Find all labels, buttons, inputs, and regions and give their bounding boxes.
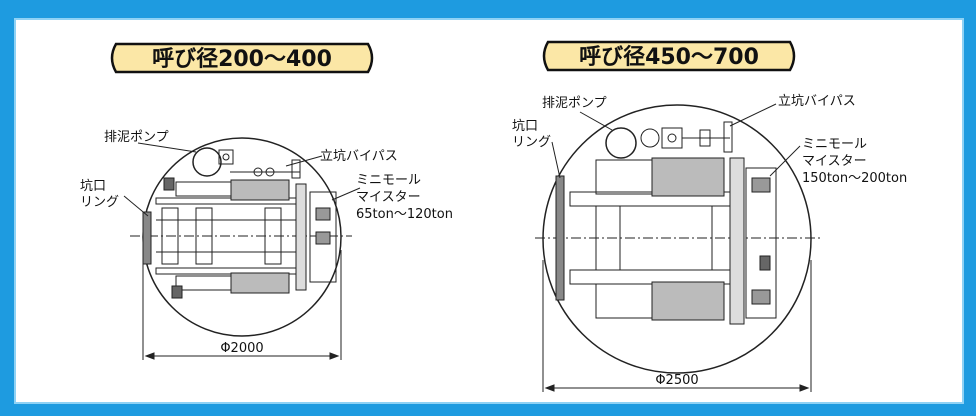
- right-machine-part: [751, 177, 771, 193]
- left-title-badge: [110, 42, 374, 74]
- right-pump-label: 排泥ポンプ: [542, 96, 607, 111]
- right-dimension-label: Φ2500: [655, 373, 698, 388]
- left-valve-icon: [265, 167, 275, 177]
- right-title: 呼び径450〜700: [579, 44, 759, 70]
- right-machine-label-1: ミニモール: [802, 137, 867, 152]
- left-entrance-ring: [142, 211, 152, 265]
- left-dimension-label: Φ2000: [220, 341, 263, 356]
- right-ring-leader: [551, 141, 561, 179]
- right-jack-top: [595, 159, 653, 195]
- left-pump-leader: [137, 142, 197, 153]
- left-pump-label: 排泥ポンプ: [104, 130, 169, 145]
- right-pump-box: [661, 127, 683, 149]
- right-machine-head: [745, 167, 777, 319]
- left-bypass-label: 立坑バイパス: [320, 149, 398, 164]
- left-shaft-circle: [142, 137, 342, 337]
- right-ring-label-2: リング: [512, 135, 551, 150]
- left-machine-head: [309, 191, 337, 283]
- right-fitting: [759, 255, 771, 271]
- left-machine-label-1: ミニモール: [356, 173, 421, 188]
- right-bypass-leader: [729, 103, 777, 127]
- left-frame-block: [264, 207, 282, 265]
- left-pump-box: [218, 149, 234, 165]
- right-pump-icon: [605, 127, 637, 159]
- left-machine-part: [315, 207, 331, 221]
- right-machine-label-2: マイスター: [802, 154, 867, 169]
- right-machine-leader: [769, 145, 801, 177]
- right-machine-label-3: 150ton〜200ton: [802, 171, 907, 186]
- right-shaft-circle: [542, 104, 812, 374]
- right-bypass-valve: [699, 129, 711, 147]
- left-pump-icon: [192, 147, 222, 177]
- right-title-badge: [542, 40, 796, 72]
- left-machine-label-3: 65ton〜120ton: [356, 207, 453, 222]
- left-machine-label-2: マイスター: [356, 190, 421, 205]
- right-valve-icon: [667, 133, 677, 143]
- right-bypass-valve: [723, 121, 733, 153]
- right-diagram: 呼び径450〜700: [535, 40, 820, 392]
- right-pump-leader: [579, 111, 613, 131]
- left-ring-label-2: リング: [80, 195, 119, 210]
- left-frame-block: [195, 207, 213, 265]
- right-jack-top: [651, 157, 725, 197]
- left-jack-bottom: [175, 275, 232, 291]
- right-dim-arrows: [544, 384, 810, 392]
- right-machine-part: [751, 289, 771, 305]
- right-ring-label-1: 坑口: [512, 119, 538, 134]
- right-frame-block: [595, 205, 621, 271]
- left-jack-bottom: [230, 272, 290, 294]
- left-valve-icon: [253, 167, 263, 177]
- right-jack-bottom: [651, 281, 725, 321]
- right-jack-bottom: [595, 283, 653, 319]
- right-entrance-ring: [555, 175, 565, 301]
- right-thrust-wall: [729, 157, 745, 325]
- left-machine-leader: [331, 187, 361, 201]
- right-bypass-label: 立坑バイパス: [778, 94, 856, 109]
- left-fitting: [163, 177, 175, 191]
- left-thrust-wall: [295, 183, 307, 291]
- right-pump-motor: [640, 128, 660, 148]
- left-dim-arrows: [144, 352, 340, 360]
- left-jack-top: [230, 179, 290, 201]
- left-ring-leader: [123, 195, 149, 217]
- left-jack-top: [175, 181, 232, 197]
- content-panel: [14, 18, 964, 404]
- left-machine-part: [315, 231, 331, 245]
- left-title: 呼び径200〜400: [152, 46, 332, 72]
- left-bypass-valve: [291, 159, 301, 179]
- left-ring-label-1: 坑口: [80, 179, 106, 194]
- left-diagram: 呼び径200〜400: [110, 42, 374, 360]
- left-bypass-leader: [285, 155, 323, 167]
- left-frame-block: [161, 207, 179, 265]
- left-fitting: [171, 285, 183, 299]
- left-pump-valve: [222, 153, 230, 161]
